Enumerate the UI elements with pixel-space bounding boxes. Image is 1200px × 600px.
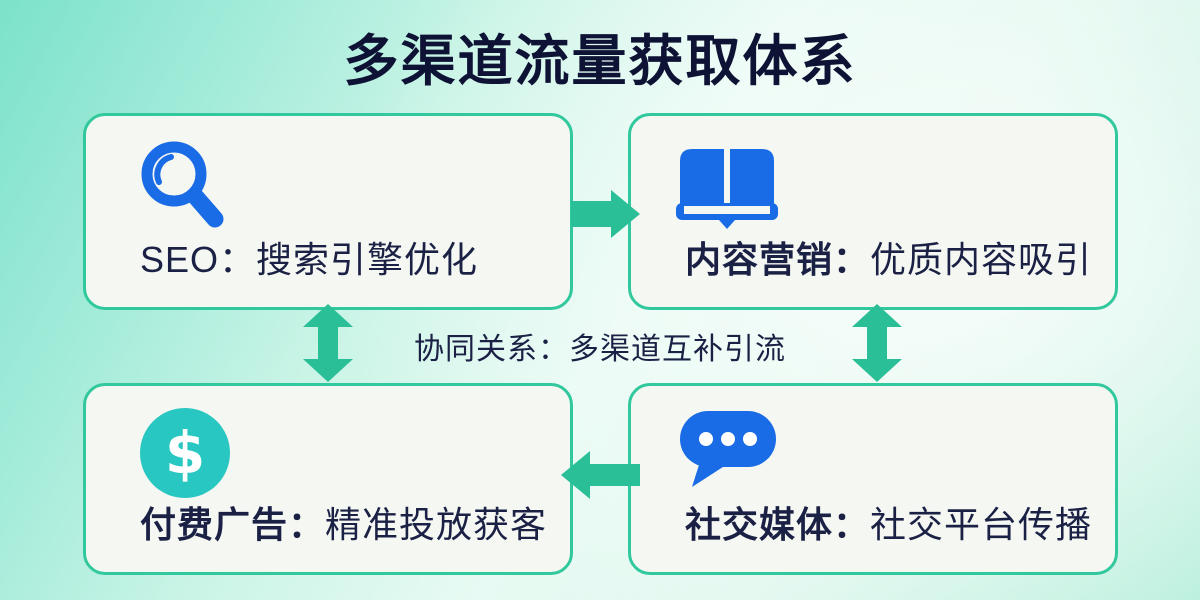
card-paid-label: 付费广告： bbox=[140, 504, 326, 545]
card-seo: SEO：搜索引擎优化 bbox=[83, 113, 573, 310]
card-content-label: 内容营销： bbox=[685, 239, 871, 280]
dollar-symbol: $ bbox=[164, 419, 206, 487]
card-social-media: 社交媒体：社交平台传播 bbox=[628, 383, 1118, 575]
card-content-text: 内容营销：优质内容吸引 bbox=[685, 231, 1092, 283]
page-title: 多渠道流量获取体系 bbox=[343, 30, 857, 92]
search-icon bbox=[141, 141, 224, 228]
card-social-desc: 社交平台传播 bbox=[870, 504, 1093, 545]
card-seo-desc: 搜索引擎优化 bbox=[256, 239, 479, 280]
chat-icon bbox=[680, 411, 776, 487]
card-paid-desc: 精准投放获客 bbox=[325, 504, 548, 545]
arrow-up-down-right-icon bbox=[852, 304, 902, 382]
book-icon bbox=[676, 149, 778, 229]
card-paid-ads: $ 付费广告：精准投放获客 bbox=[83, 383, 573, 575]
card-content-desc: 优质内容吸引 bbox=[870, 239, 1093, 280]
card-paid-text: 付费广告：精准投放获客 bbox=[140, 496, 547, 548]
card-content-marketing: 内容营销：优质内容吸引 bbox=[628, 113, 1118, 310]
arrow-right-icon bbox=[571, 190, 640, 238]
arrow-up-down-left-icon bbox=[303, 304, 353, 382]
card-social-text: 社交媒体：社交平台传播 bbox=[685, 496, 1092, 548]
card-seo-label: SEO： bbox=[140, 239, 257, 280]
dollar-icon: $ bbox=[140, 408, 230, 498]
synergy-note: 协同关系：多渠道互补引流 bbox=[414, 333, 786, 366]
card-seo-text: SEO：搜索引擎优化 bbox=[140, 231, 478, 283]
arrow-left-icon bbox=[561, 451, 640, 499]
card-social-label: 社交媒体： bbox=[685, 504, 871, 545]
